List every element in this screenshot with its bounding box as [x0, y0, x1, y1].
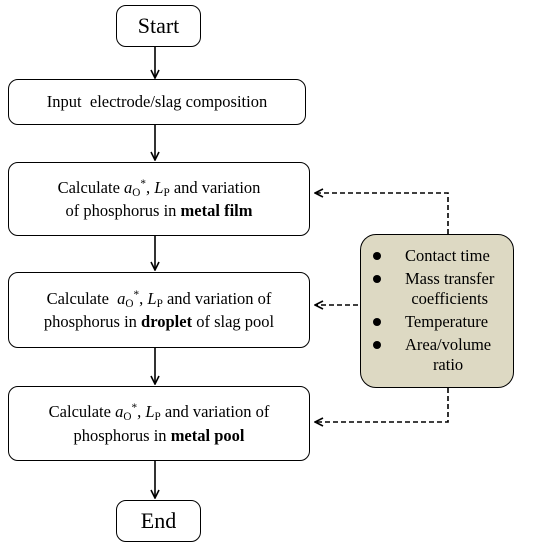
end-label: End [140, 507, 177, 533]
calc-line2-prefix: phosphorus in [73, 425, 167, 445]
calc-metal-pool-line1: Calculate aO*, LP and variation of [48, 402, 270, 424]
symbol-a-sub: O [132, 186, 141, 199]
symbol-a: a [115, 402, 124, 422]
parameter-line: ratio [432, 355, 464, 375]
calc-metal-film-step: Calculate aO*, LP and variation of phosp… [8, 162, 310, 236]
calc-line2-bold: metal film [180, 201, 253, 220]
symbol-l-sub: P [156, 297, 163, 310]
calc-metal-pool-line2: phosphorus in metal pool [49, 424, 270, 447]
parameter-label: Contact time [405, 246, 490, 267]
start-node: Start [116, 5, 201, 47]
calc-metal-film-line2: of phosphorus in metal film [58, 199, 261, 222]
symbol-a-sup: * [140, 177, 146, 190]
calc-line2-suffix: of slag pool [192, 312, 275, 331]
symbol-l-sub: P [163, 186, 170, 199]
calc-droplet-line1: Calculate aO*, LP and variation of [46, 288, 272, 310]
bullet-icon [373, 274, 381, 283]
dashed-arrow-to-film [315, 193, 449, 234]
symbol-l: L [147, 288, 157, 308]
parameter-label: Area/volume ratio [405, 335, 491, 376]
calc-word: Calculate [48, 402, 111, 422]
calc-droplet-line2: phosphorus in droplet of slag pool [44, 310, 274, 333]
calc-line2-bold: metal pool [170, 425, 245, 445]
start-label: Start [137, 12, 180, 38]
symbol-a-sup: * [133, 288, 140, 301]
calc-droplet-step: Calculate aO*, LP and variation of phosp… [8, 272, 310, 348]
input-step: Input electrode/slag composition [8, 79, 306, 125]
bullet-icon [373, 317, 381, 326]
calc-line2-prefix: phosphorus in [43, 312, 137, 331]
calc-middle-text: and variation of [162, 288, 272, 308]
symbol-a-sub: O [125, 297, 134, 310]
input-step-label: Input electrode/slag composition [46, 92, 268, 112]
parameter-line: coefficients [411, 289, 489, 309]
symbol-l: L [145, 402, 155, 422]
parameter-line: Contact time [405, 246, 490, 265]
parameters-box: Contact time Mass transfer coefficients … [360, 234, 514, 388]
calc-line2-bold: droplet [141, 312, 193, 331]
calc-middle-text: and variation [169, 177, 261, 197]
symbol-a: a [124, 177, 133, 197]
calc-word: Calculate [57, 177, 120, 197]
dashed-arrow-to-pool [315, 388, 449, 422]
parameter-item: Temperature [373, 312, 507, 333]
symbol-a-sub: O [123, 411, 132, 424]
symbol-l: L [154, 177, 164, 197]
symbol-a: a [117, 288, 126, 308]
calc-metal-film-line1: Calculate aO*, LP and variation [57, 177, 261, 199]
parameter-item: Area/volume ratio [373, 335, 507, 376]
parameter-line: Area/volume [405, 334, 492, 354]
parameter-line: Mass transfer [405, 268, 495, 288]
parameter-label: Temperature [405, 312, 488, 333]
parameter-line: Temperature [405, 311, 489, 331]
parameter-item: Mass transfer coefficients [373, 269, 507, 310]
end-node: End [116, 500, 201, 542]
calc-line2-prefix: of phosphorus in [65, 201, 177, 220]
calc-middle-text: and variation of [160, 402, 270, 422]
symbol-l-sub: P [154, 411, 161, 424]
parameter-item: Contact time [373, 246, 507, 267]
symbol-a-sup: * [131, 402, 138, 415]
bullet-icon [373, 340, 381, 349]
calc-metal-pool-step: Calculate aO*, LP and variation of phosp… [8, 386, 310, 461]
parameter-label: Mass transfer coefficients [405, 269, 494, 310]
bullet-icon [373, 252, 381, 260]
calc-word: Calculate [46, 288, 109, 308]
